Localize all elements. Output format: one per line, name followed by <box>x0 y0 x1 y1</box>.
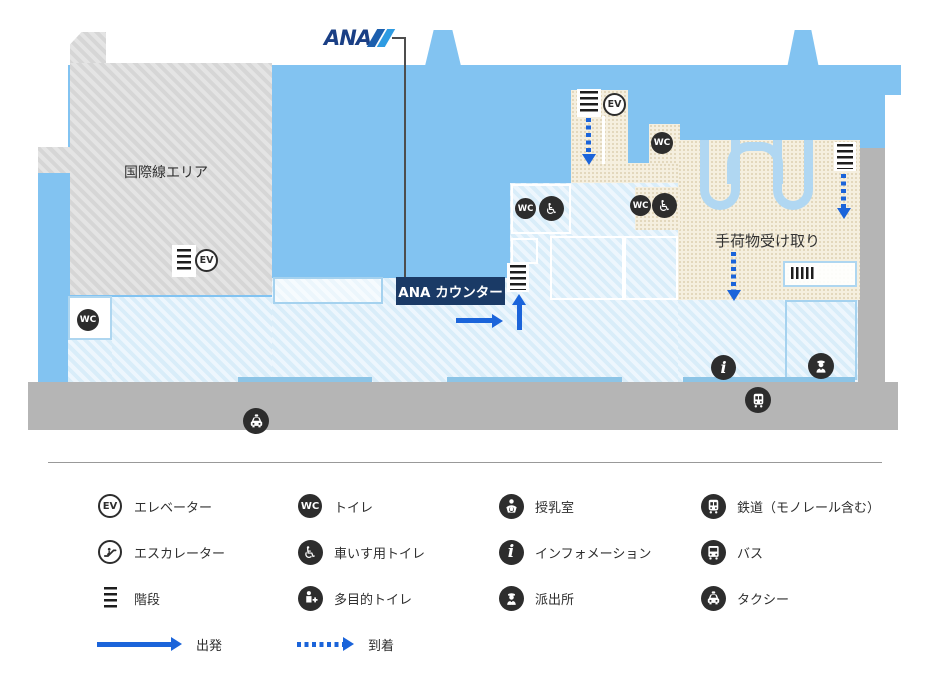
ana-counter-label: ANA カウンター <box>396 277 505 305</box>
public-floor <box>112 297 272 382</box>
logo-connector-line <box>404 37 406 277</box>
room-outline <box>511 184 571 234</box>
arrival-arrow-head <box>837 208 851 219</box>
bus-icon <box>700 539 726 565</box>
wheelchair-toilet-icon: ♿ <box>539 196 564 221</box>
legend-column-1: EV エレベーター エスカレーター 階段 出発 <box>97 483 312 667</box>
arrival-arrow-head <box>727 290 741 301</box>
wall-segment <box>447 377 622 382</box>
legend-item: 多目的トイレ <box>297 575 512 621</box>
public-floor <box>68 340 112 382</box>
toilet-icon: WC <box>651 132 673 154</box>
departure-arrow <box>456 318 492 323</box>
toilet-icon: WC <box>630 195 651 216</box>
walkway-icon <box>789 266 817 280</box>
room-outline <box>511 238 538 264</box>
baggage-claim-label: 手荷物受け取り <box>715 232 821 250</box>
legend-column-4: 鉄道（モノレール含む） バス タクシー <box>700 483 915 621</box>
room-outline <box>624 236 678 300</box>
rail-icon <box>745 387 771 413</box>
legend-item: 派出所 <box>498 575 713 621</box>
counter-box <box>273 277 383 304</box>
legend-item: WC トイレ <box>297 483 512 529</box>
toilet-icon: WC <box>298 494 322 518</box>
legend-column-2: WC トイレ ♿ 車いす用トイレ 多目的トイレ 到着 <box>297 483 512 667</box>
international-area-label: 国際線エリア <box>124 165 208 181</box>
legend-item: エスカレーター <box>97 529 312 575</box>
legend-item: 授乳室 <box>498 483 713 529</box>
wheelchair-toilet-icon: ♿ <box>297 539 323 565</box>
rail-icon <box>700 493 726 519</box>
stairs-icon <box>834 142 856 171</box>
taxi-icon <box>243 408 269 434</box>
legend-item: バス <box>700 529 915 575</box>
stairs-icon <box>507 263 529 292</box>
legend-separator <box>48 462 882 463</box>
departure-arrow-head <box>492 313 503 328</box>
departure-arrow <box>517 304 522 330</box>
legend-item: タクシー <box>700 575 915 621</box>
map-tower <box>425 30 461 66</box>
elevator-icon: EV <box>98 494 122 518</box>
arrival-arrow <box>731 252 736 290</box>
stairs-icon <box>577 89 601 117</box>
arrival-arrow <box>841 174 846 208</box>
nursing-room-icon <box>498 493 524 519</box>
wall-segment <box>683 377 855 382</box>
legend-item: i インフォメーション <box>498 529 713 575</box>
taxi-icon <box>700 585 726 611</box>
ana-logo-text: ANA <box>324 26 372 50</box>
departure-arrow <box>97 637 182 651</box>
arrival-arrow-head <box>582 154 596 165</box>
logo-connector-line <box>392 37 406 39</box>
legend: EV エレベーター エスカレーター 階段 出発 WC トイレ ♿ 車いす用トイレ <box>0 483 930 668</box>
legend-item: EV エレベーター <box>97 483 312 529</box>
police-box-icon <box>808 353 834 379</box>
ana-logo: ANA <box>324 26 402 50</box>
map-blue-area <box>38 173 70 382</box>
legend-item: 階段 <box>97 575 312 621</box>
international-area-tower <box>70 32 106 65</box>
stairs-icon <box>100 584 120 612</box>
legend-item: 鉄道（モノレール含む） <box>700 483 915 529</box>
stairs-icon <box>174 247 194 275</box>
baggage-carousel <box>773 140 813 210</box>
legend-item: ♿ 車いす用トイレ <box>297 529 512 575</box>
map-tower <box>787 30 819 68</box>
departure-arrow-head <box>512 294 526 305</box>
room-outline <box>550 236 624 300</box>
wheelchair-toilet-icon: ♿ <box>652 193 677 218</box>
elevator-icon: EV <box>195 249 218 272</box>
elevator-icon: EV <box>603 93 626 116</box>
legend-item: 到着 <box>297 621 512 667</box>
multipurpose-toilet-icon <box>297 585 323 611</box>
toilet-icon: WC <box>515 198 536 219</box>
international-area <box>70 63 272 295</box>
legend-item: 出発 <box>97 621 312 667</box>
right-gray-strip <box>858 148 885 382</box>
divider-line <box>602 116 605 164</box>
terminal-floor-map: 国際線エリア 手荷物受け取り EV EV WC WC WC ♿ WC ♿ <box>28 26 901 434</box>
arrival-arrow <box>297 637 354 651</box>
toilet-icon: WC <box>77 309 99 331</box>
walkway-box <box>783 261 857 287</box>
escalator-icon <box>98 540 122 564</box>
information-icon: i <box>498 539 524 565</box>
international-area <box>38 147 70 173</box>
arrival-arrow <box>586 118 591 154</box>
information-icon: i <box>711 355 736 380</box>
wall-segment <box>238 377 372 382</box>
legend-column-3: 授乳室 i インフォメーション 派出所 <box>498 483 713 621</box>
police-box-icon <box>498 585 524 611</box>
